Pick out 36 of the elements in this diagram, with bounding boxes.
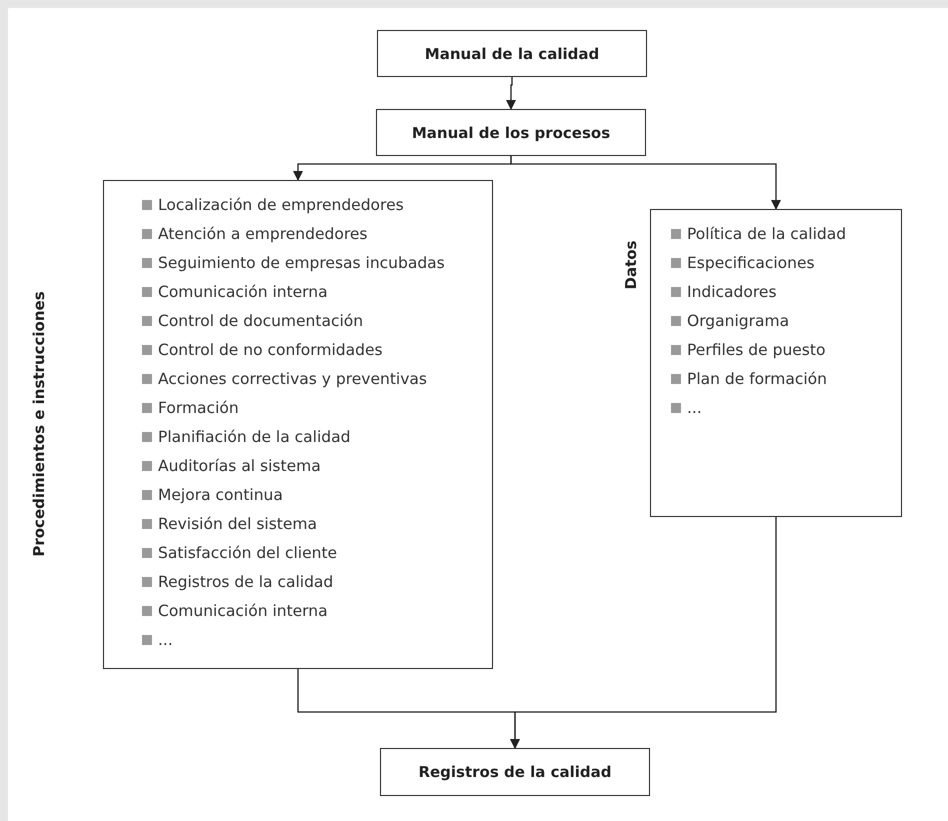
list-item: ... bbox=[671, 394, 702, 423]
list-item: Plan de formación bbox=[671, 365, 827, 394]
list-box bbox=[103, 180, 493, 669]
list-item: Perfiles de puesto bbox=[671, 336, 826, 365]
list-item: Control de documentación bbox=[142, 307, 364, 336]
list-item: Política de la calidad bbox=[671, 220, 846, 249]
side-label: Datos bbox=[622, 240, 640, 290]
list-item: ... bbox=[142, 626, 173, 655]
list-item: Formación bbox=[142, 394, 239, 423]
list-item: Indicadores bbox=[671, 278, 777, 307]
list-item: Comunicación interna bbox=[142, 278, 328, 307]
list-item: Satisfacción del cliente bbox=[142, 539, 338, 568]
side-label: Procedimientos e instrucciones bbox=[30, 291, 48, 557]
list-item: Mejora continua bbox=[142, 481, 283, 510]
list-item: Auditorías al sistema bbox=[142, 452, 321, 481]
list-item: Especificaciones bbox=[671, 249, 815, 278]
list-item: Control de no conformidades bbox=[142, 336, 383, 365]
list-item: Atención a emprendedores bbox=[142, 220, 368, 249]
list-item: Localización de emprendedores bbox=[142, 191, 404, 220]
list-item: Planifiación de la calidad bbox=[142, 423, 350, 452]
box-title: Registros de la calidad bbox=[418, 763, 612, 781]
list-item: Registros de la calidad bbox=[142, 568, 334, 597]
arrow bbox=[510, 156, 781, 210]
list-item: Acciones correctivas y preventivas bbox=[142, 365, 427, 394]
list-box bbox=[650, 209, 902, 517]
list-item: Comunicación interna bbox=[142, 597, 328, 626]
arrow bbox=[506, 77, 516, 110]
list-item: Seguimiento de empresas incubadas bbox=[142, 249, 445, 278]
process-box bbox=[377, 30, 647, 77]
box-title: Manual de la calidad bbox=[424, 44, 600, 62]
box-title: Manual de los procesos bbox=[412, 124, 610, 142]
arrow bbox=[510, 517, 777, 749]
process-box bbox=[376, 109, 646, 156]
list-item: Revisión del sistema bbox=[142, 510, 317, 539]
list-item: Organigrama bbox=[671, 307, 790, 336]
process-box bbox=[380, 748, 650, 796]
